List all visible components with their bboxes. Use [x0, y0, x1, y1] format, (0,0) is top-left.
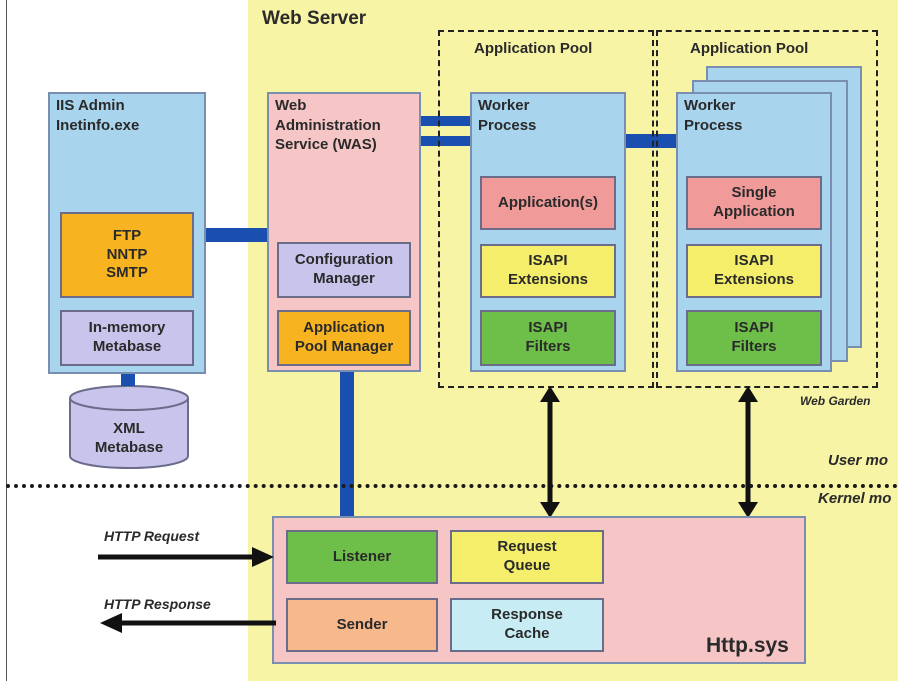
left-border: [6, 0, 7, 681]
http-sys-title: Http.sys: [706, 634, 789, 657]
listener-box: Listener: [286, 530, 438, 584]
app-pool-2-title: Application Pool: [690, 40, 809, 57]
web-garden-label: Web Garden: [800, 394, 871, 408]
connector-admin-was: [206, 228, 268, 242]
web-server-title: Web Server: [262, 8, 367, 29]
app-pool-1-title: Application Pool: [474, 40, 593, 57]
isapi-extensions-2-box: ISAPI Extensions: [686, 244, 822, 298]
kernel-mode-label: Kernel mo: [818, 490, 892, 507]
sender-box: Sender: [286, 598, 438, 652]
xml-metabase-cylinder: [69, 385, 189, 469]
connector-admin-metabase: [121, 374, 135, 386]
ftp-nntp-smtp-box: FTP NNTP SMTP: [60, 212, 194, 298]
connector-worker-worker: [624, 134, 676, 148]
connector-was-worker-2: [421, 136, 471, 146]
arrow-pool1-httpsys: [540, 386, 560, 518]
user-mode-label: User mo: [828, 452, 889, 469]
connector-was-httpsys: [340, 372, 354, 516]
http-response-arrow: [100, 613, 276, 633]
app-pool-2-frame: [656, 30, 878, 388]
user-kernel-divider: [6, 484, 898, 488]
isapi-extensions-1-box: ISAPI Extensions: [480, 244, 616, 298]
app-pool-1-frame: [438, 30, 654, 388]
xml-metabase-label: XML Metabase: [94, 420, 164, 456]
single-application-box: Single Application: [686, 176, 822, 230]
connector-was-worker-1: [421, 116, 471, 126]
request-queue-box: Request Queue: [450, 530, 604, 584]
in-memory-metabase-box: In-memory Metabase: [60, 310, 194, 366]
isapi-filters-1-box: ISAPI Filters: [480, 310, 616, 366]
http-request-label: HTTP Request: [104, 528, 200, 544]
arrow-pool2-httpsys: [738, 386, 758, 518]
http-request-arrow: [98, 547, 274, 567]
http-response-label: HTTP Response: [104, 596, 211, 612]
worker-process-2-title: Worker Process: [684, 97, 743, 134]
was-title: Web Administration Service (WAS): [275, 97, 381, 153]
app-pool-manager-box: Application Pool Manager: [277, 310, 411, 366]
configuration-manager-box: Configuration Manager: [277, 242, 411, 298]
worker-process-1-title: Worker Process: [478, 97, 537, 134]
applications-box: Application(s): [480, 176, 616, 230]
iis-admin-title: IIS Admin Inetinfo.exe: [56, 97, 140, 134]
response-cache-box: Response Cache: [450, 598, 604, 652]
isapi-filters-2-box: ISAPI Filters: [686, 310, 822, 366]
